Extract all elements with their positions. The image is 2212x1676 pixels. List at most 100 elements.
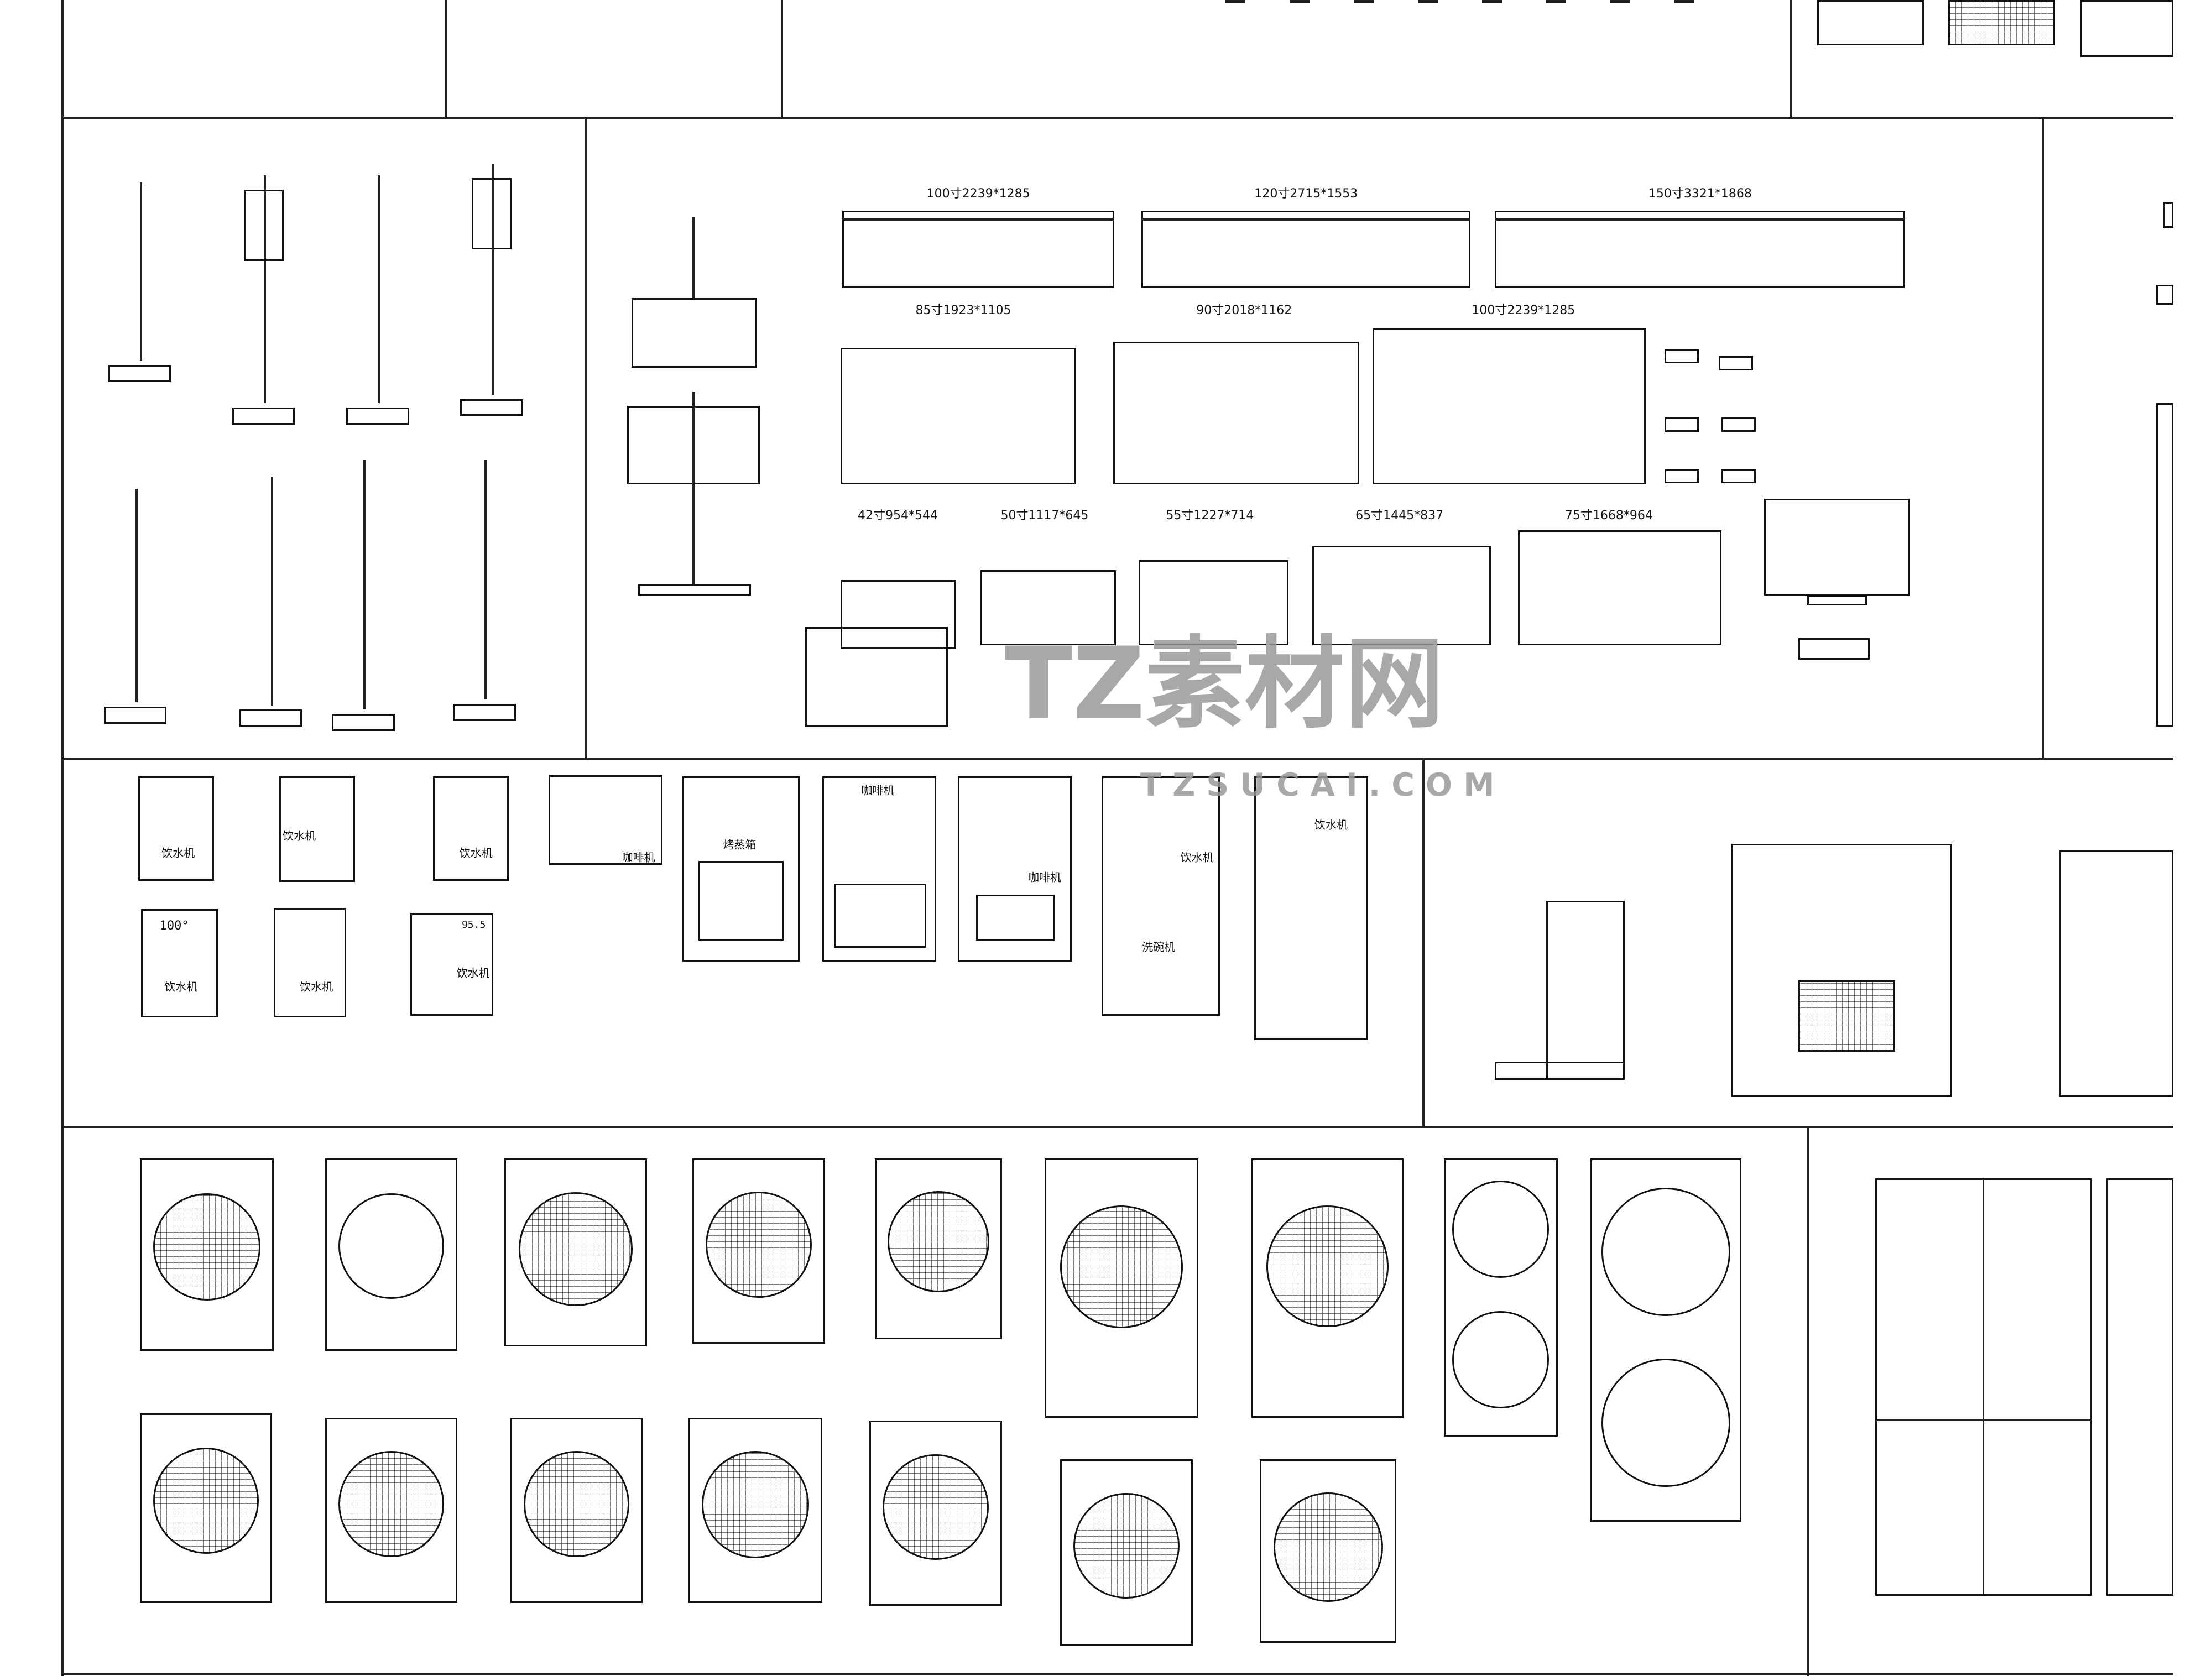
washer-door (153, 1193, 260, 1301)
panel-divider (1422, 758, 1425, 1126)
stick-vacuum-handle (139, 182, 142, 361)
stick-vacuum-handle (135, 488, 138, 703)
dryer-door (1601, 1358, 1730, 1487)
projector-icon (1721, 468, 1756, 483)
tv-floor-stand-pole (692, 391, 696, 584)
washing-machine (325, 1418, 458, 1604)
appliance-block (1948, 0, 2056, 46)
washing-machine (692, 1158, 826, 1344)
tv-size-label: 55寸1227*714 (1166, 509, 1254, 523)
water-dispenser-label: 饮水机 (161, 846, 195, 860)
water-dispenser-label: 饮水机 (300, 980, 333, 994)
tv-floor-stand-base (638, 584, 752, 596)
dispenser-temp-display: 100° (159, 919, 189, 933)
oven-door (976, 895, 1055, 941)
washing-machine (1251, 1158, 1404, 1418)
panel-divider (61, 0, 64, 1676)
panel-divider (2042, 117, 2044, 758)
stick-vacuum-body (243, 189, 284, 261)
stick-vacuum-head (453, 704, 516, 721)
panel-divider (61, 758, 2173, 760)
tv-screen (1372, 327, 1646, 485)
washer-door (1060, 1205, 1183, 1329)
tv-size-label: 65寸1445*837 (1355, 509, 1444, 523)
water-dispenser (141, 909, 218, 1017)
canister-vacuum (1546, 900, 1625, 1080)
stick-vacuum-head (232, 408, 295, 425)
desktop-monitor (1764, 498, 1910, 596)
oven-door (698, 860, 784, 941)
canister-vacuum-base (1495, 1061, 1625, 1080)
stick-vacuum-head (460, 399, 523, 416)
washer-door (338, 1193, 445, 1299)
washing-machine (325, 1158, 458, 1351)
tv-bezel (842, 218, 1115, 221)
washer-door (153, 1448, 259, 1554)
panel-divider (61, 1673, 2173, 1675)
washing-machine (1590, 1158, 1742, 1522)
hatch (1482, 0, 1503, 3)
panel-divider (61, 117, 2173, 119)
tv-screen-large (1495, 211, 1906, 288)
washing-machine (504, 1158, 647, 1347)
stick-vacuum-handle (270, 477, 273, 706)
washer-door (888, 1191, 989, 1293)
tv-screen (1517, 530, 1721, 646)
washer-door (1073, 1492, 1180, 1599)
coffee-machine-label: 咖啡机 (861, 784, 895, 797)
fridge-partial (2106, 1178, 2173, 1596)
stick-vacuum-handle (484, 460, 487, 700)
dispenser-cabinet (1254, 776, 1368, 1041)
washer-door (882, 1454, 989, 1560)
hatch (1610, 0, 1631, 3)
tall-cabinet (2156, 403, 2173, 727)
stick-vacuum-head (239, 709, 302, 727)
hatch (1354, 0, 1374, 3)
tv-screen-large (1141, 211, 1471, 288)
coffee-oven-column (822, 776, 937, 962)
washing-machine (139, 1158, 274, 1351)
projector-icon (1664, 417, 1699, 432)
washer-door (1452, 1181, 1550, 1278)
stick-vacuum-handle (492, 164, 494, 395)
panel-divider (1807, 1125, 1809, 1676)
tv-size-label: 85寸1923*1105 (915, 304, 1011, 318)
water-dispenser (279, 776, 355, 883)
tv-size-label: 50寸1117*645 (1000, 509, 1089, 523)
water-dispenser-label: 饮水机 (164, 980, 198, 994)
oven-door (833, 883, 927, 948)
tv-screen (1312, 545, 1491, 646)
industrial-vacuum (2059, 850, 2173, 1098)
hatch (1546, 0, 1567, 3)
dishwasher-column (1102, 776, 1220, 1016)
fridge-door-split (1982, 1178, 1984, 1596)
washing-machine (139, 1413, 273, 1604)
tv-screen-large (842, 211, 1115, 288)
tv-size-label: 90寸2018*1162 (1196, 304, 1292, 318)
water-dispenser (273, 907, 347, 1017)
washing-machine (1443, 1158, 1558, 1437)
dryer-door (1452, 1311, 1550, 1408)
floor-scrubber-engine (1798, 980, 1896, 1052)
panel-divider (584, 117, 587, 758)
watermark-logo: TZ素材网 (1004, 625, 1444, 742)
stick-vacuum-head (104, 707, 167, 724)
hatch (1674, 0, 1695, 3)
water-dispenser-label: 饮水机 (1180, 850, 1214, 864)
wall-outlet (2156, 285, 2173, 305)
panel-divider (61, 1125, 2173, 1128)
hatch (1225, 0, 1246, 3)
monitor-stand (1807, 596, 1867, 606)
washer-door (1273, 1492, 1383, 1602)
water-dispenser (410, 913, 493, 1016)
tv-bezel (1495, 218, 1906, 221)
washing-machine (688, 1418, 822, 1604)
projector-icon (1664, 349, 1699, 364)
built-in-coffee-machine (549, 775, 663, 865)
coffee-oven-column (957, 776, 1072, 962)
washer-door (519, 1192, 633, 1307)
washer-door (523, 1451, 630, 1558)
stick-vacuum-handle (263, 175, 266, 404)
washing-machine (1260, 1459, 1397, 1643)
panel-divider (781, 0, 784, 117)
